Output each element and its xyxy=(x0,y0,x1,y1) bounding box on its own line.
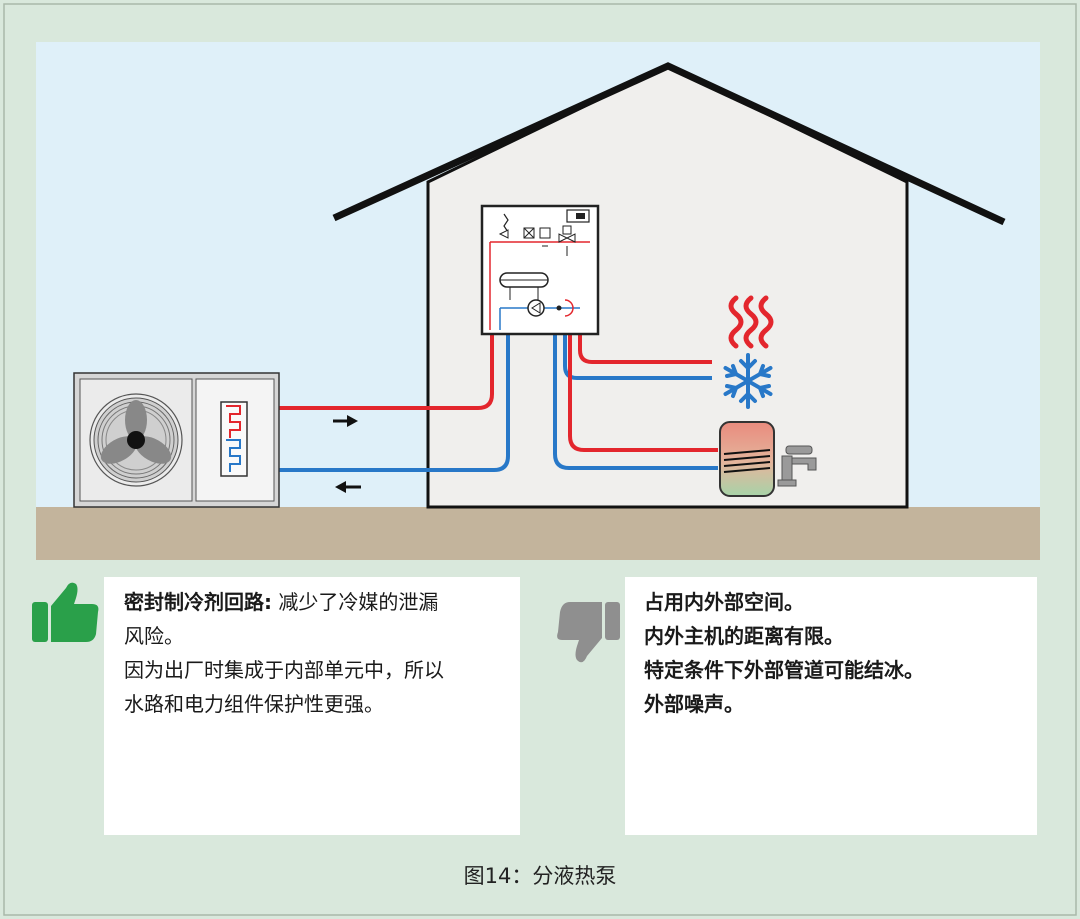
pros-line1: 减少了冷媒的泄漏 xyxy=(272,590,439,614)
heating-supply-pipe xyxy=(578,334,712,364)
cons-item: 内外主机的距离有限。 xyxy=(644,624,844,648)
thumbs-down-icon xyxy=(557,600,621,670)
pipework xyxy=(275,334,718,472)
cons-item: 特定条件下外部管道可能结冰。 xyxy=(644,658,924,682)
pros-line2: 风险。 xyxy=(124,624,184,648)
pros-panel xyxy=(104,577,520,835)
cons-item: 占用内外部空间。 xyxy=(644,590,804,614)
arrow-left-icon xyxy=(335,481,361,493)
pros-line3: 因为出厂时集成于内部单元中，所以 xyxy=(124,658,444,682)
hot-supply-pipe xyxy=(275,334,494,410)
pros-line4: 水路和电力组件保护性更强。 xyxy=(124,692,384,716)
tank-cold-pipe xyxy=(553,334,718,470)
cons-item: 外部噪声。 xyxy=(644,692,744,716)
cons-list: 占用内外部空间。 内外主机的距离有限。 特定条件下外部管道可能结冰。 外部噪声。 xyxy=(644,585,1034,721)
water-tap-icon xyxy=(777,445,817,487)
cold-return-pipe xyxy=(275,334,510,472)
ground xyxy=(36,507,1040,560)
house xyxy=(332,62,1006,509)
hot-water-tank-icon xyxy=(719,421,775,497)
thumbs-up-icon xyxy=(32,580,102,648)
tank-hot-pipe xyxy=(568,334,718,452)
hydraulic-indoor-module-icon xyxy=(480,204,600,336)
figure-caption: 图14：分液热泵 xyxy=(463,864,617,888)
snowflake-icon xyxy=(723,353,773,409)
heat-waves-icon xyxy=(728,295,774,349)
heat-pump-outdoor-unit-icon xyxy=(73,372,280,508)
cons-panel xyxy=(625,577,1037,835)
pros-title: 密封制冷剂回路: xyxy=(124,590,272,614)
pros-text: 密封制冷剂回路: 减少了冷媒的泄漏 风险。 因为出厂时集成于内部单元中，所以 水… xyxy=(124,585,514,721)
arrow-right-icon xyxy=(333,415,358,427)
